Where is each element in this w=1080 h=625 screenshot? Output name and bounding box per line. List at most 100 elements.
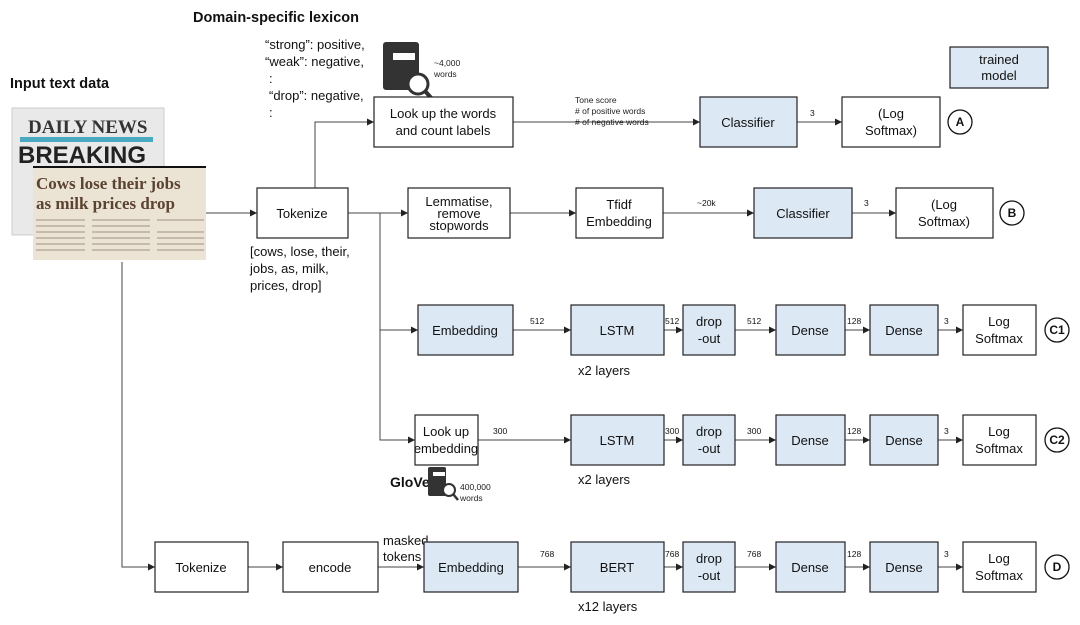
node-label: Dense [791,560,829,575]
lexicon-entry: : [269,71,273,86]
dim-label: 3 [944,549,949,559]
newspaper-image: DAILY NEWS BREAKING Cows lose their jobs… [11,107,206,260]
pipeline-c2: Look up embedding GloVe 400,000 words 30… [390,414,1070,503]
node-label: Lemmatise, [425,194,492,209]
node-label: Tokenize [276,206,327,221]
tokens-line: jobs, as, milk, [249,261,329,276]
layers-label: x2 layers [578,472,631,487]
node-label: Look up the words [390,106,497,121]
node-label: Log [988,314,1010,329]
dim-label: 768 [747,549,761,559]
dim-label: 300 [493,426,507,436]
node-label: -out [698,568,721,583]
pipeline-marker: A [956,115,965,129]
dim-label: 3 [944,316,949,326]
node-label: encode [309,560,352,575]
dim-label: 300 [747,426,761,436]
lexicon-entry: “drop”: negative, [269,88,364,103]
node-label: Embedding [438,560,504,575]
node-label: Dense [791,433,829,448]
tokenize-node: Tokenize [256,187,349,239]
newspaper-headline: as milk prices drop [36,194,175,213]
book-search-icon [428,467,459,501]
layers-label: x12 layers [578,599,638,614]
layers-label: x2 layers [578,363,631,378]
connectors [121,118,963,571]
feature-label: # of positive words [575,106,645,116]
node-label: Softmax) [865,123,917,138]
dim-label: 768 [540,549,554,559]
node-label: stopwords [429,218,489,233]
node-label: Dense [885,560,923,575]
node-label: Look up [423,424,469,439]
dim-label: 512 [665,316,679,326]
lexicon-entry: “strong”: positive, [265,37,365,52]
tokens-line: [cows, lose, their, [250,244,350,259]
glove-label: GloVe [390,474,430,490]
node-label: drop [696,314,722,329]
dim-label: 512 [530,316,544,326]
dim-label: 128 [847,426,861,436]
node-label: Softmax [975,331,1023,346]
node-label: Tfidf [606,197,632,212]
newspaper-headline: Cows lose their jobs [36,174,181,193]
pipeline-marker: D [1053,560,1062,574]
node-label: Embedding [432,323,498,338]
node-label: LSTM [600,323,635,338]
node-label: (Log [878,106,904,121]
node-label: Dense [885,433,923,448]
node-label: Tokenize [175,560,226,575]
lexicon-entry: “weak”: negative, [265,54,364,69]
pipeline-b: Lemmatise, remove stopwords Tfidf Embedd… [407,187,1025,239]
masked-tokens-label: tokens [383,549,422,564]
dim-label: 512 [747,316,761,326]
lexicon-entries: “strong”: positive, “weak”: negative, : … [265,37,365,120]
glove-size: 400,000 [460,482,491,492]
node-label: Softmax) [918,214,970,229]
dim-label: 300 [665,426,679,436]
pipeline-c1: Embedding 512 LSTM x2 layers 512 drop -o… [417,304,1070,378]
dim-label: 768 [665,549,679,559]
legend-label: trained [979,52,1019,67]
node-label: embedding [414,441,478,456]
node-label: and count labels [396,123,491,138]
feature-label: # of negative words [575,117,649,127]
node-label: Classifier [721,115,775,130]
tokens-example: [cows, lose, their, jobs, as, milk, pric… [249,244,350,293]
newspaper-banner: BREAKING [18,142,146,169]
node-label: drop [696,424,722,439]
node-label: Dense [885,323,923,338]
legend-label: model [981,68,1017,83]
dim-label: 3 [944,426,949,436]
node-label: remove [437,206,480,221]
dim-label: 3 [810,108,815,118]
node-label: -out [698,441,721,456]
glove-size-unit: words [459,493,483,503]
node-label: Classifier [776,206,830,221]
pipeline-d: Tokenize encode masked tokens Embedding … [154,533,1070,614]
feature-label: Tone score [575,95,617,105]
lexicon-entry: : [269,105,273,120]
node-label: LSTM [600,433,635,448]
newspaper-masthead: DAILY NEWS [28,117,148,138]
masked-tokens-label: masked [383,533,429,548]
node-label: Softmax [975,441,1023,456]
pipeline-marker: B [1008,206,1017,220]
dim-label: 128 [847,549,861,559]
tokens-line: prices, drop] [250,278,322,293]
legend-trained-model: trained model [949,46,1049,89]
node-label: Log [988,424,1010,439]
dim-label: 128 [847,316,861,326]
lexicon-size: ~4,000 [434,58,461,68]
node-label: BERT [600,560,634,575]
pipeline-a: Look up the words and count labels Tone … [373,95,973,148]
book-search-icon [383,42,435,102]
node-label: (Log [931,197,957,212]
lexicon-size-unit: words [433,69,457,79]
dim-label: ~20k [697,198,716,208]
node-label: drop [696,551,722,566]
input-title: Input text data [10,76,110,92]
node-label: Log [988,551,1010,566]
node-label: Embedding [586,214,652,229]
